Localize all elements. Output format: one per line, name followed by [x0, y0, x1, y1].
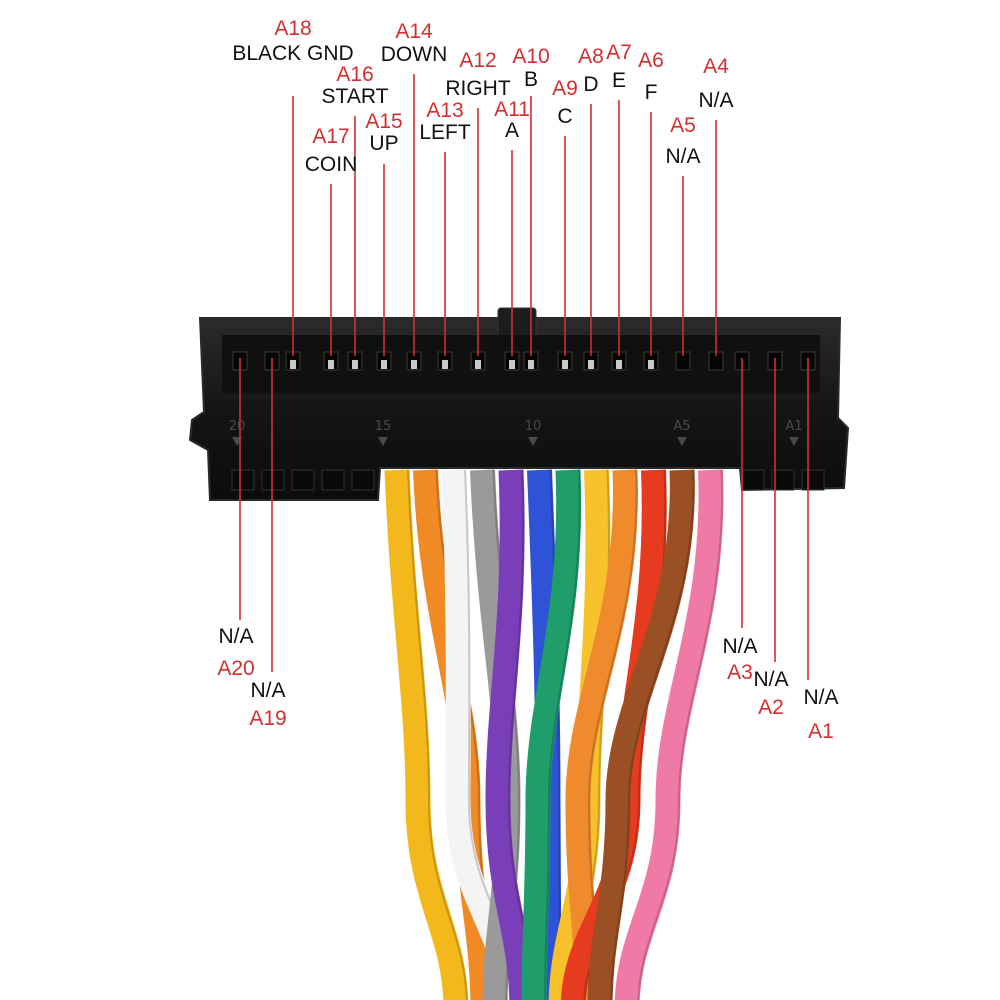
pin-number: A8 — [578, 45, 604, 68]
signal-name: N/A — [698, 89, 734, 112]
lower-contact-grid — [231, 469, 825, 491]
wire — [521, 469, 582, 1000]
pin-number: A19 — [249, 707, 287, 730]
signal-name: N/A — [803, 686, 839, 709]
leader-lines — [239, 74, 809, 680]
pin-number: A1 — [808, 720, 834, 743]
signal-name: D — [583, 73, 599, 96]
lower-cell — [291, 469, 315, 491]
connector-housing: 20 15 10 A5 A1 — [188, 307, 850, 501]
wire-shadow — [610, 469, 695, 1000]
connector-face — [222, 335, 820, 393]
contact-pin — [588, 360, 594, 369]
signal-name: COIN — [304, 153, 358, 176]
housing-arrow — [677, 437, 687, 446]
contact-pin — [290, 360, 296, 369]
housing-mark: A5 — [673, 419, 690, 434]
wire-bundle — [384, 469, 724, 1000]
housing-mark: 10 — [525, 419, 542, 434]
contact-pin — [475, 360, 481, 369]
signal-name: N/A — [218, 625, 254, 648]
signal-name: LEFT — [419, 121, 471, 144]
lower-cell — [801, 469, 825, 491]
lower-cell — [321, 469, 345, 491]
housing-mark: 20 — [229, 419, 246, 434]
pin-number: A4 — [703, 55, 729, 78]
pin-number: A13 — [426, 99, 464, 122]
contact-pin — [562, 360, 568, 369]
pin-number: A17 — [312, 125, 350, 148]
contact-pin — [442, 360, 448, 369]
contact-pin — [509, 360, 515, 369]
lower-cell — [351, 469, 375, 491]
contact-pin — [352, 360, 358, 369]
pin-number: A12 — [459, 49, 497, 72]
contact-pin — [648, 360, 654, 369]
lower-cell — [261, 469, 285, 491]
signal-name: E — [611, 69, 627, 92]
signal-name: C — [557, 105, 573, 128]
signal-name: RIGHT — [445, 77, 511, 100]
lower-cell — [231, 469, 255, 491]
housing-arrow — [378, 437, 388, 446]
contact-pin — [381, 360, 387, 369]
signal-name: N/A — [250, 679, 286, 702]
wire — [587, 469, 695, 1000]
contact-pin — [616, 360, 622, 369]
pin-number: A11 — [494, 98, 530, 121]
pin-number: A10 — [512, 45, 550, 68]
pin-number: A7 — [606, 41, 632, 64]
contact-row — [232, 351, 816, 371]
housing-arrow — [528, 437, 538, 446]
pin-number: A2 — [758, 696, 784, 719]
housing-arrow — [789, 437, 799, 446]
signal-name: F — [644, 81, 658, 104]
wire — [614, 469, 724, 1000]
contact-pin — [528, 360, 534, 369]
signal-name: UP — [369, 132, 399, 155]
pin-number: A15 — [365, 110, 403, 133]
pin-number: A18 — [274, 17, 312, 40]
signal-name: N/A — [722, 635, 758, 658]
signal-name: A — [504, 119, 520, 142]
pin-number: A9 — [552, 77, 578, 100]
pin-number: A14 — [395, 20, 433, 43]
housing-mark: 15 — [375, 419, 392, 434]
wire-shadow — [407, 469, 468, 1000]
signal-name: B — [523, 68, 539, 91]
pin-number: A5 — [670, 114, 696, 137]
lower-cell — [771, 469, 795, 491]
signal-name: N/A — [753, 668, 789, 691]
lower-cell — [741, 469, 765, 491]
wire — [485, 469, 535, 1000]
signal-name: BLACK GND — [232, 42, 354, 65]
pin-number: A3 — [727, 661, 753, 684]
signal-name: START — [321, 85, 389, 108]
pin-number: A20 — [217, 657, 255, 680]
signal-name: DOWN — [380, 43, 448, 66]
wire — [384, 469, 469, 1000]
contact-pin — [411, 360, 417, 369]
pin-number: A16 — [336, 63, 374, 86]
contact-pin — [328, 360, 334, 369]
wire-shadow — [637, 469, 724, 1000]
pin-number: A6 — [638, 49, 664, 72]
wire-shadow — [544, 469, 581, 1000]
signal-name: N/A — [665, 145, 701, 168]
housing-mark: A1 — [785, 419, 802, 434]
